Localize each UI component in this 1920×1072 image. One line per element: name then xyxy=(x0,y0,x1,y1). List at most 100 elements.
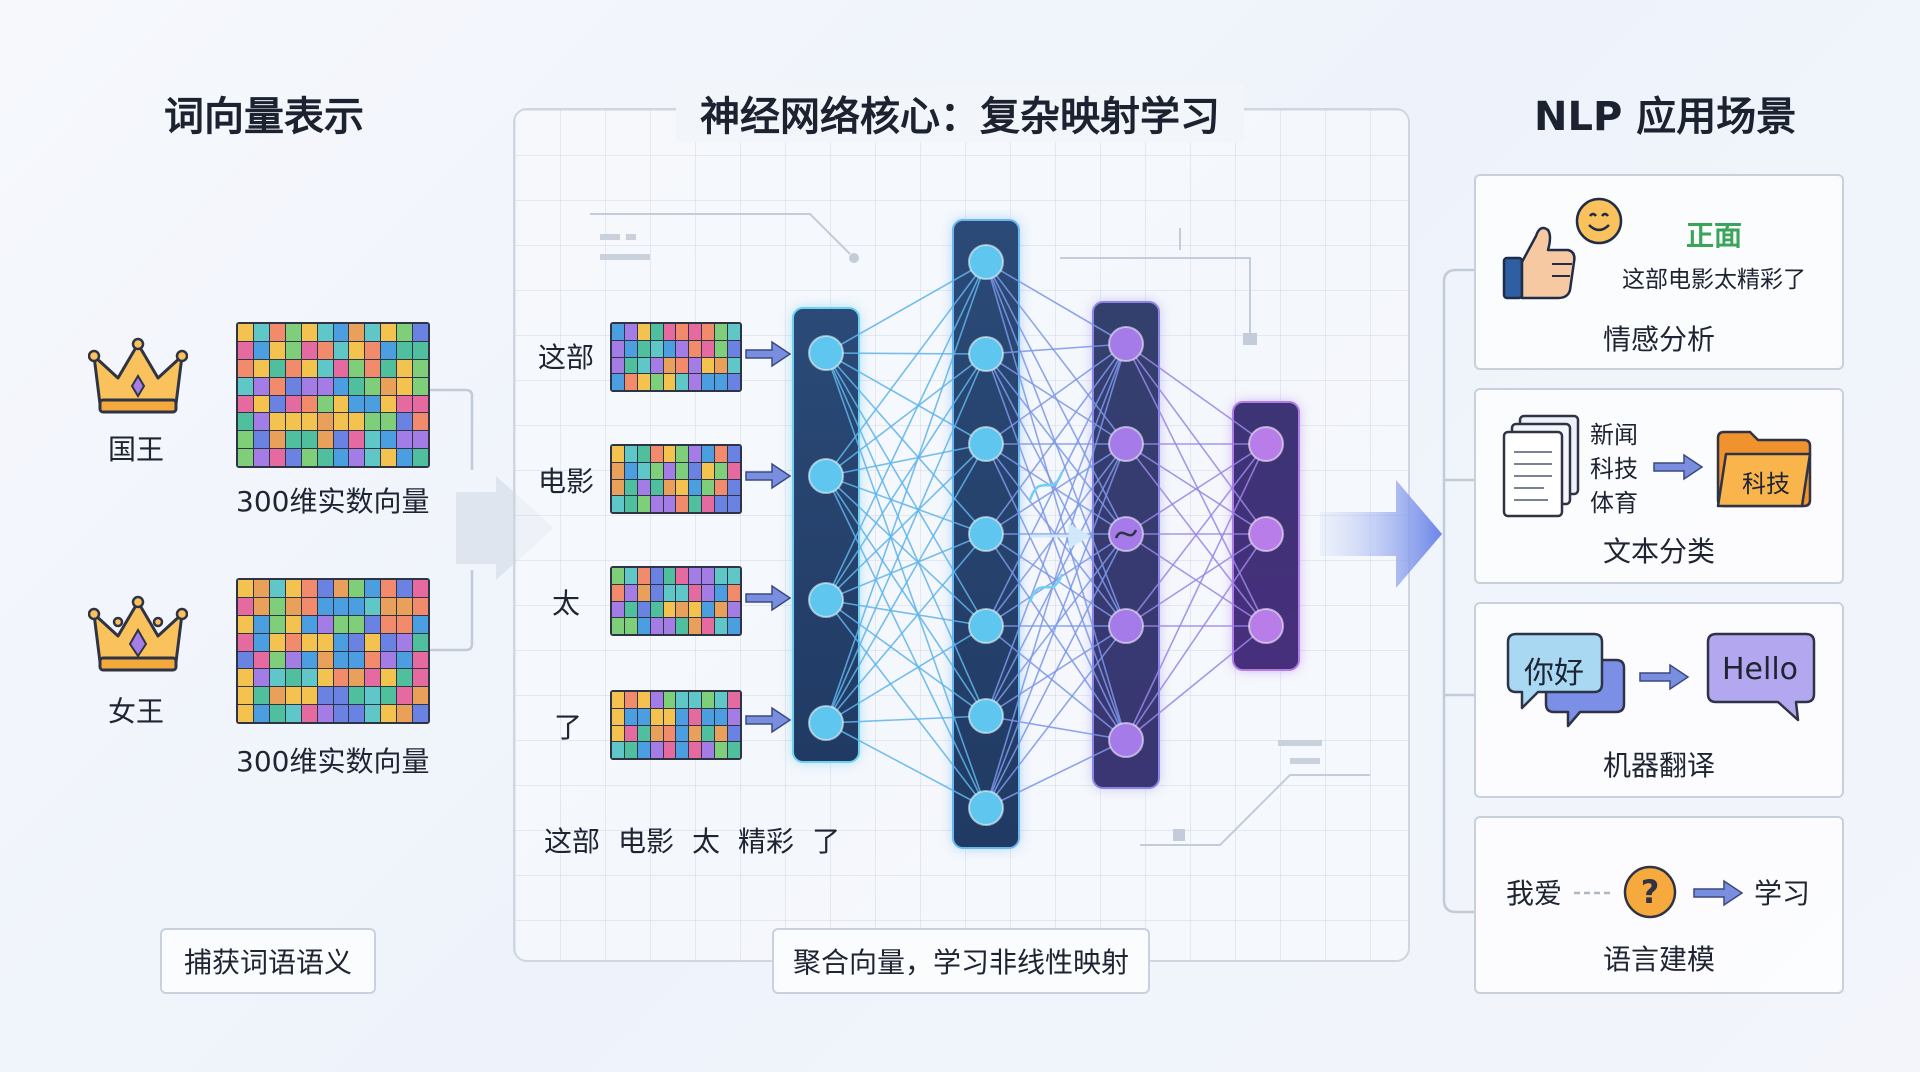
vector-cell xyxy=(650,479,663,496)
vector-cell xyxy=(702,374,715,390)
token-vector-grid xyxy=(610,444,742,514)
vector-cell xyxy=(676,374,689,390)
network-edge xyxy=(825,533,987,601)
vector-cell xyxy=(650,742,663,758)
input-arrows xyxy=(745,340,792,734)
vector-cell xyxy=(413,669,428,687)
vector-cell xyxy=(238,615,253,633)
vector-cell xyxy=(349,705,365,722)
svg-text:?: ? xyxy=(1641,873,1660,911)
vector-cell xyxy=(285,687,301,705)
vector-cell xyxy=(253,324,269,341)
sentiment-card[interactable]: 正面 这部电影太精彩了 情感分析 xyxy=(1474,174,1844,370)
sentence-word: 了 xyxy=(812,825,841,858)
vector-cell xyxy=(702,742,715,758)
king-label: 国王 xyxy=(108,433,165,466)
sentence-word: 太 xyxy=(692,825,721,858)
network-edge xyxy=(985,443,1127,741)
vector-cell xyxy=(689,725,702,742)
vector-cell xyxy=(381,687,397,705)
vector-cell xyxy=(715,742,728,758)
vector-cell xyxy=(301,324,317,341)
vector-cell xyxy=(702,479,715,496)
translation-card[interactable]: 你好 Hello 机器翻译 xyxy=(1474,602,1844,798)
vector-cell xyxy=(676,340,689,357)
network-edge xyxy=(985,715,1127,741)
language-model-card[interactable]: 我爱 ? 学习 语言建模 xyxy=(1474,816,1844,994)
network-node xyxy=(968,608,1004,644)
vector-cell xyxy=(269,449,285,466)
vector-cell xyxy=(253,687,269,705)
vector-cell xyxy=(397,395,413,413)
network-edge xyxy=(825,353,987,724)
vector-cell xyxy=(728,725,740,742)
vector-cell xyxy=(612,692,624,708)
token-vector-grid xyxy=(610,322,742,392)
vector-cell xyxy=(728,568,740,584)
vector-cell xyxy=(413,413,428,431)
vector-cell xyxy=(702,568,715,584)
network-edge xyxy=(825,261,987,601)
right-title: NLP 应用场景 xyxy=(1534,94,1797,140)
vector-cell xyxy=(676,324,689,340)
vector-cell xyxy=(269,705,285,722)
king-vector-label: 300维实数向量 xyxy=(236,485,430,518)
vector-cell xyxy=(349,431,365,449)
vector-cell xyxy=(702,446,715,462)
vector-cell xyxy=(715,618,728,634)
vector-cell xyxy=(269,633,285,651)
vector-cell xyxy=(728,446,740,462)
token-label: 电影 xyxy=(538,465,595,498)
vector-cell xyxy=(317,687,333,705)
network-edge xyxy=(985,353,1127,445)
vector-cell xyxy=(238,597,253,615)
vector-cell xyxy=(301,597,317,615)
vector-cell xyxy=(238,341,253,359)
category-item: 体育 xyxy=(1590,489,1638,517)
vector-cell xyxy=(253,377,269,395)
vector-cell xyxy=(637,568,650,584)
speech-bubbles-icon xyxy=(1506,632,1626,728)
vector-cell xyxy=(624,374,637,390)
network-edges xyxy=(825,261,1267,809)
vector-cell xyxy=(612,446,624,462)
vector-cell xyxy=(317,597,333,615)
vector-cell xyxy=(728,340,740,357)
network-edge xyxy=(825,443,987,477)
vector-cell xyxy=(663,446,676,462)
vector-cell xyxy=(333,580,349,597)
vector-cell xyxy=(317,633,333,651)
network-edge xyxy=(825,443,987,724)
vector-cell xyxy=(624,584,637,601)
vector-cell xyxy=(301,449,317,466)
token-label: 太 xyxy=(552,587,581,620)
vector-cell xyxy=(301,395,317,413)
vector-cell xyxy=(317,341,333,359)
network-edge xyxy=(985,343,1127,627)
vector-cell xyxy=(715,496,728,512)
lm-prediction: 学习 xyxy=(1754,877,1811,910)
network-node xyxy=(1108,326,1144,362)
vector-cell xyxy=(663,479,676,496)
vector-cell xyxy=(301,651,317,669)
vector-cell xyxy=(413,449,428,466)
network-edge xyxy=(1125,533,1267,741)
vector-cell xyxy=(676,568,689,584)
vector-cell xyxy=(689,446,702,462)
vector-cell xyxy=(253,449,269,466)
network-edge xyxy=(825,352,987,809)
vector-cell xyxy=(715,374,728,390)
vector-cell xyxy=(269,431,285,449)
vector-cell xyxy=(365,669,381,687)
vector-cell xyxy=(349,449,365,466)
vector-cell xyxy=(301,580,317,597)
network-edge xyxy=(825,353,987,601)
classification-card[interactable]: 新闻 科技 体育 科技 文本分类 xyxy=(1474,388,1844,584)
vector-cell xyxy=(317,705,333,722)
vector-cell xyxy=(365,580,381,597)
vector-cell xyxy=(413,395,428,413)
vector-cell xyxy=(285,615,301,633)
vector-cell xyxy=(624,708,637,725)
vector-cell xyxy=(612,708,624,725)
vector-cell xyxy=(624,725,637,742)
